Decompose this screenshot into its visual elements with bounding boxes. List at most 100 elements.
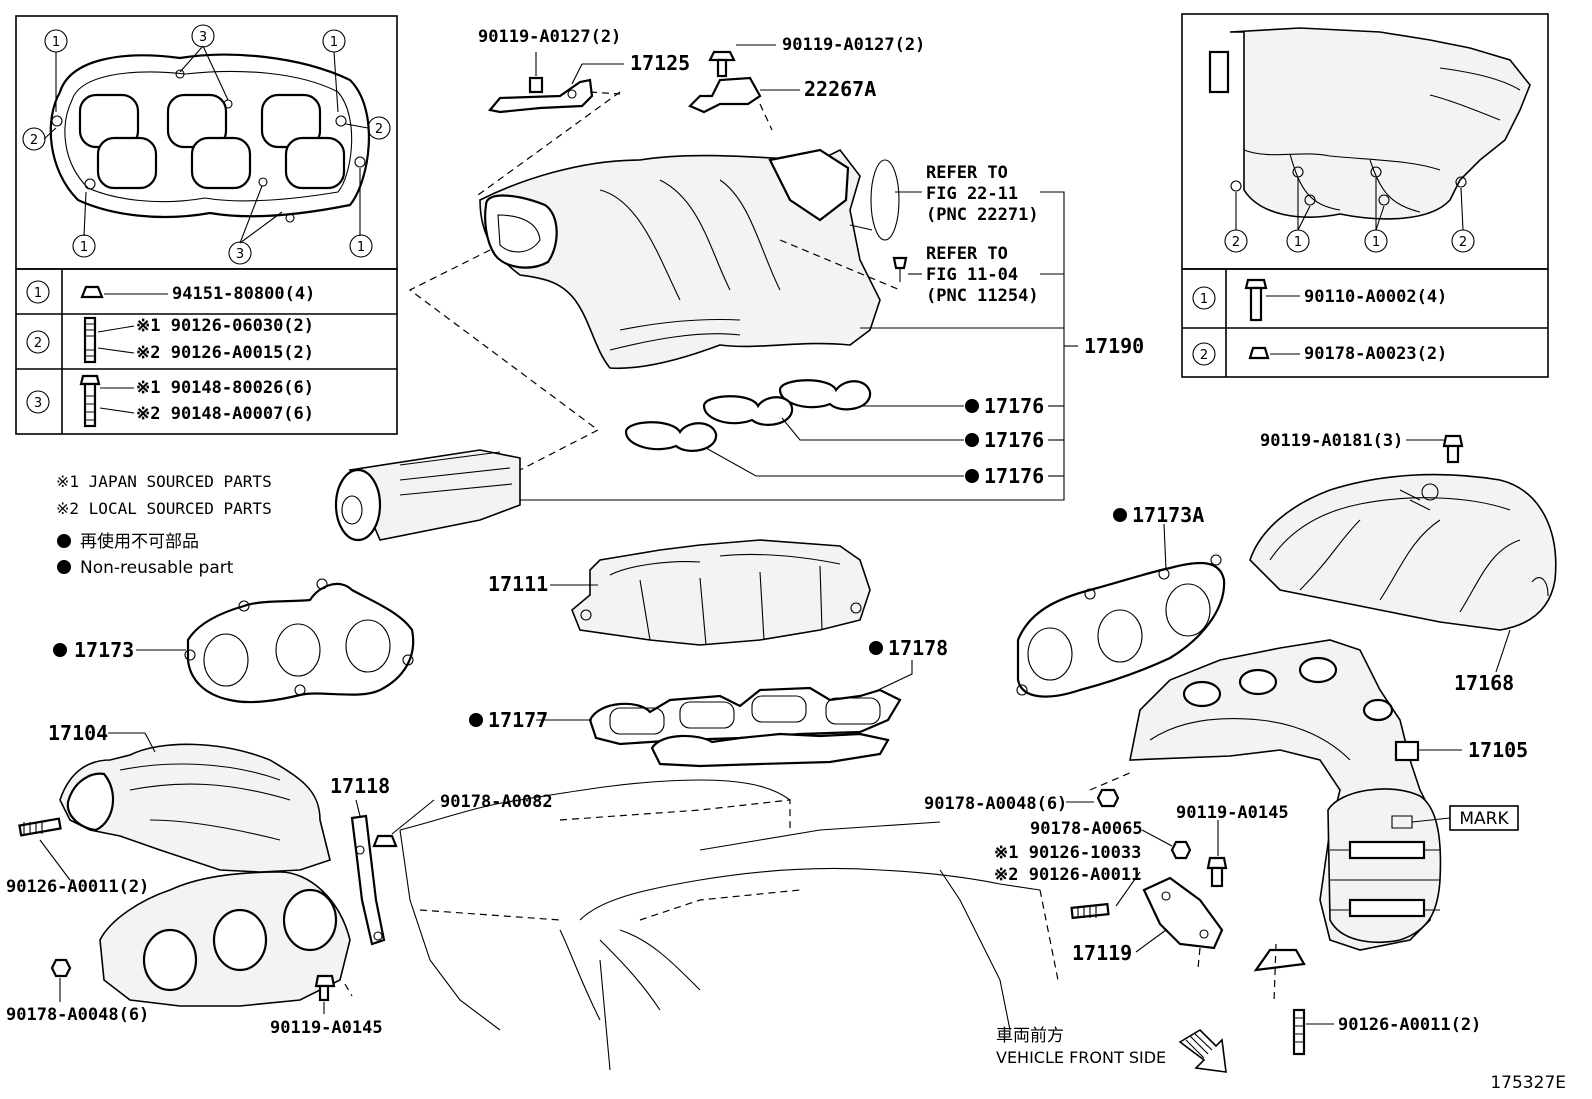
right-lower-fasteners: 90178-A0048(6) 90178-A0065 ※1 90126-1003… xyxy=(924,788,1481,1056)
intake-manifold-assembly: 90119-A0127(2) 17125 90119-A0127(2) 2226… xyxy=(334,27,1144,542)
label-90178-a0082: 90178-A0082 xyxy=(440,792,553,812)
exhaust-gasket-right: 17173A xyxy=(1016,503,1226,698)
callout-3: 3 xyxy=(236,247,244,262)
label-mark: MARK xyxy=(1459,809,1509,829)
label-22267a: 22267A xyxy=(804,77,876,101)
label-90126-a0011-b: ※2 90126-A0011 xyxy=(994,865,1141,885)
callout-3: 3 xyxy=(199,30,207,45)
table-key-1: 1 xyxy=(1200,292,1208,307)
label-17119: 17119 xyxy=(1072,941,1132,965)
plenum-gaskets: 17177 17178 xyxy=(469,636,948,768)
legend-japan-sourced: ※1 JAPAN SOURCED PARTS xyxy=(56,472,272,491)
callout-1: 1 xyxy=(52,35,60,50)
label-90119-a0127: 90119-A0127(2) xyxy=(478,27,621,47)
label-90119-a0145-a: 90119-A0145 xyxy=(270,1018,383,1038)
bolt-icon xyxy=(1244,278,1268,290)
callout-1: 1 xyxy=(330,35,338,50)
label-17176-b: 17176 xyxy=(984,428,1044,452)
table-key-2: 2 xyxy=(1200,348,1208,363)
row2-part-a: ※1 90126-06030(2) xyxy=(136,316,314,336)
label-90119-a0127-b: 90119-A0127(2) xyxy=(782,35,925,55)
refer-to-2: REFER TO xyxy=(926,244,1008,264)
row2-part-b: ※2 90126-A0015(2) xyxy=(136,343,314,363)
nut-icon xyxy=(1248,346,1270,360)
engine-block-outline xyxy=(399,779,1059,1071)
bolt-icon xyxy=(1206,856,1228,870)
nut-icon xyxy=(1170,840,1192,860)
row3-part-a: ※1 90148-80026(6) xyxy=(136,378,314,398)
label-17168: 17168 xyxy=(1454,671,1514,695)
label-17176-a: 17176 xyxy=(984,394,1044,418)
refer-pnc-1: (PNC 22271) xyxy=(926,205,1039,225)
front-arrow-icon xyxy=(1178,1028,1227,1073)
label-17173: 17173 xyxy=(74,638,134,662)
catalytic-converter-left: 17104 90126-A0011(2) 90178-A0048(6) xyxy=(6,721,351,1025)
refer-pnc-2: (PNC 11254) xyxy=(926,286,1039,306)
label-90178-a0065: 90178-A0065 xyxy=(1030,819,1143,839)
nut-icon xyxy=(50,958,72,978)
bracket-17118: 17118 90178-A0082 90119-A0145 xyxy=(270,774,553,1038)
refer-to-1: REFER TO xyxy=(926,163,1008,183)
table-key-2: 2 xyxy=(34,336,42,351)
heat-insulator: 17168 90119-A0181(3) xyxy=(1249,431,1557,695)
label-17177: 17177 xyxy=(488,708,548,732)
legend-non-reuse-jp: 再使用不可部品 xyxy=(80,531,199,552)
front-label-en: VEHICLE FRONT SIDE xyxy=(996,1048,1166,1067)
label-17118: 17118 xyxy=(330,774,390,798)
callout-2: 2 xyxy=(375,122,383,137)
label-17176-c: 17176 xyxy=(984,464,1044,488)
table-key-1: 1 xyxy=(34,286,42,301)
legend-non-reuse-en: Non-reusable part xyxy=(80,558,234,578)
label-90119-a0181: 90119-A0181(3) xyxy=(1260,431,1403,451)
bolt-icon xyxy=(314,974,336,988)
mark-box xyxy=(1449,805,1519,831)
exhaust-manifold-right: 17105 MARK xyxy=(1089,639,1528,1003)
nut-icon xyxy=(80,285,104,299)
label-90119-a0145-b: 90119-A0145 xyxy=(1176,803,1289,823)
row1-part: 94151-80800(4) xyxy=(172,284,315,304)
right-inset: 2 1 1 2 xyxy=(1181,13,1549,270)
label-90178-a0048-b: 90178-A0048(6) xyxy=(924,794,1067,814)
label-17190: 17190 xyxy=(1084,334,1144,358)
vehicle-front-indicator: 車両前方 VEHICLE FRONT SIDE 175327E xyxy=(996,1026,1566,1093)
intake-plenum: 17111 xyxy=(488,539,871,646)
callout-1: 1 xyxy=(357,240,365,255)
left-inset: 1 1 3 2 2 1 3 1 xyxy=(15,15,398,270)
callout-2: 2 xyxy=(1459,235,1467,250)
refer-fig-1: FIG 22-11 xyxy=(926,184,1018,204)
callout-1: 1 xyxy=(1294,235,1302,250)
label-90126-10033: ※1 90126-10033 xyxy=(994,843,1141,863)
callout-2: 2 xyxy=(1232,235,1240,250)
label-17178: 17178 xyxy=(888,636,948,660)
label-90126-a0011-c: 90126-A0011(2) xyxy=(1338,1015,1481,1035)
legend: ※1 JAPAN SOURCED PARTS ※2 LOCAL SOURCED … xyxy=(56,472,272,578)
callout-2: 2 xyxy=(30,133,38,148)
label-17173a: 17173A xyxy=(1132,503,1204,527)
label-17105: 17105 xyxy=(1468,738,1528,762)
right-row2-part: 90178-A0023(2) xyxy=(1304,344,1447,364)
left-fastener-table: 1 2 3 94151-80800(4) ※1 90126-06030(2) ※… xyxy=(15,268,398,435)
refer-fig-2: FIG 11-04 xyxy=(926,265,1018,285)
right-fastener-table: 1 2 90110-A0002(4) 90178-A0023(2) xyxy=(1181,268,1549,378)
bolt-icon xyxy=(79,374,101,386)
front-label-jp: 車両前方 xyxy=(996,1026,1064,1046)
nut-icon xyxy=(1096,788,1120,808)
bolt-icon xyxy=(1442,434,1464,448)
nut-icon xyxy=(372,834,398,848)
label-17104: 17104 xyxy=(48,721,108,745)
row3-part-b: ※2 90148-A0007(6) xyxy=(136,404,314,424)
bolt-icon xyxy=(892,256,908,270)
label-90178-a0048-a: 90178-A0048(6) xyxy=(6,1005,149,1025)
figure-id: 175327E xyxy=(1490,1073,1566,1093)
exhaust-gasket-left: 17173 xyxy=(53,578,415,704)
label-17111: 17111 xyxy=(488,572,548,596)
label-17125: 17125 xyxy=(630,51,690,75)
callout-1: 1 xyxy=(1372,235,1380,250)
callout-1: 1 xyxy=(80,240,88,255)
right-row1-part: 90110-A0002(4) xyxy=(1304,287,1447,307)
legend-local-sourced: ※2 LOCAL SOURCED PARTS xyxy=(56,499,272,518)
table-key-3: 3 xyxy=(34,396,42,411)
label-90126-a0011-a: 90126-A0011(2) xyxy=(6,877,149,897)
stud-icon xyxy=(83,316,97,364)
